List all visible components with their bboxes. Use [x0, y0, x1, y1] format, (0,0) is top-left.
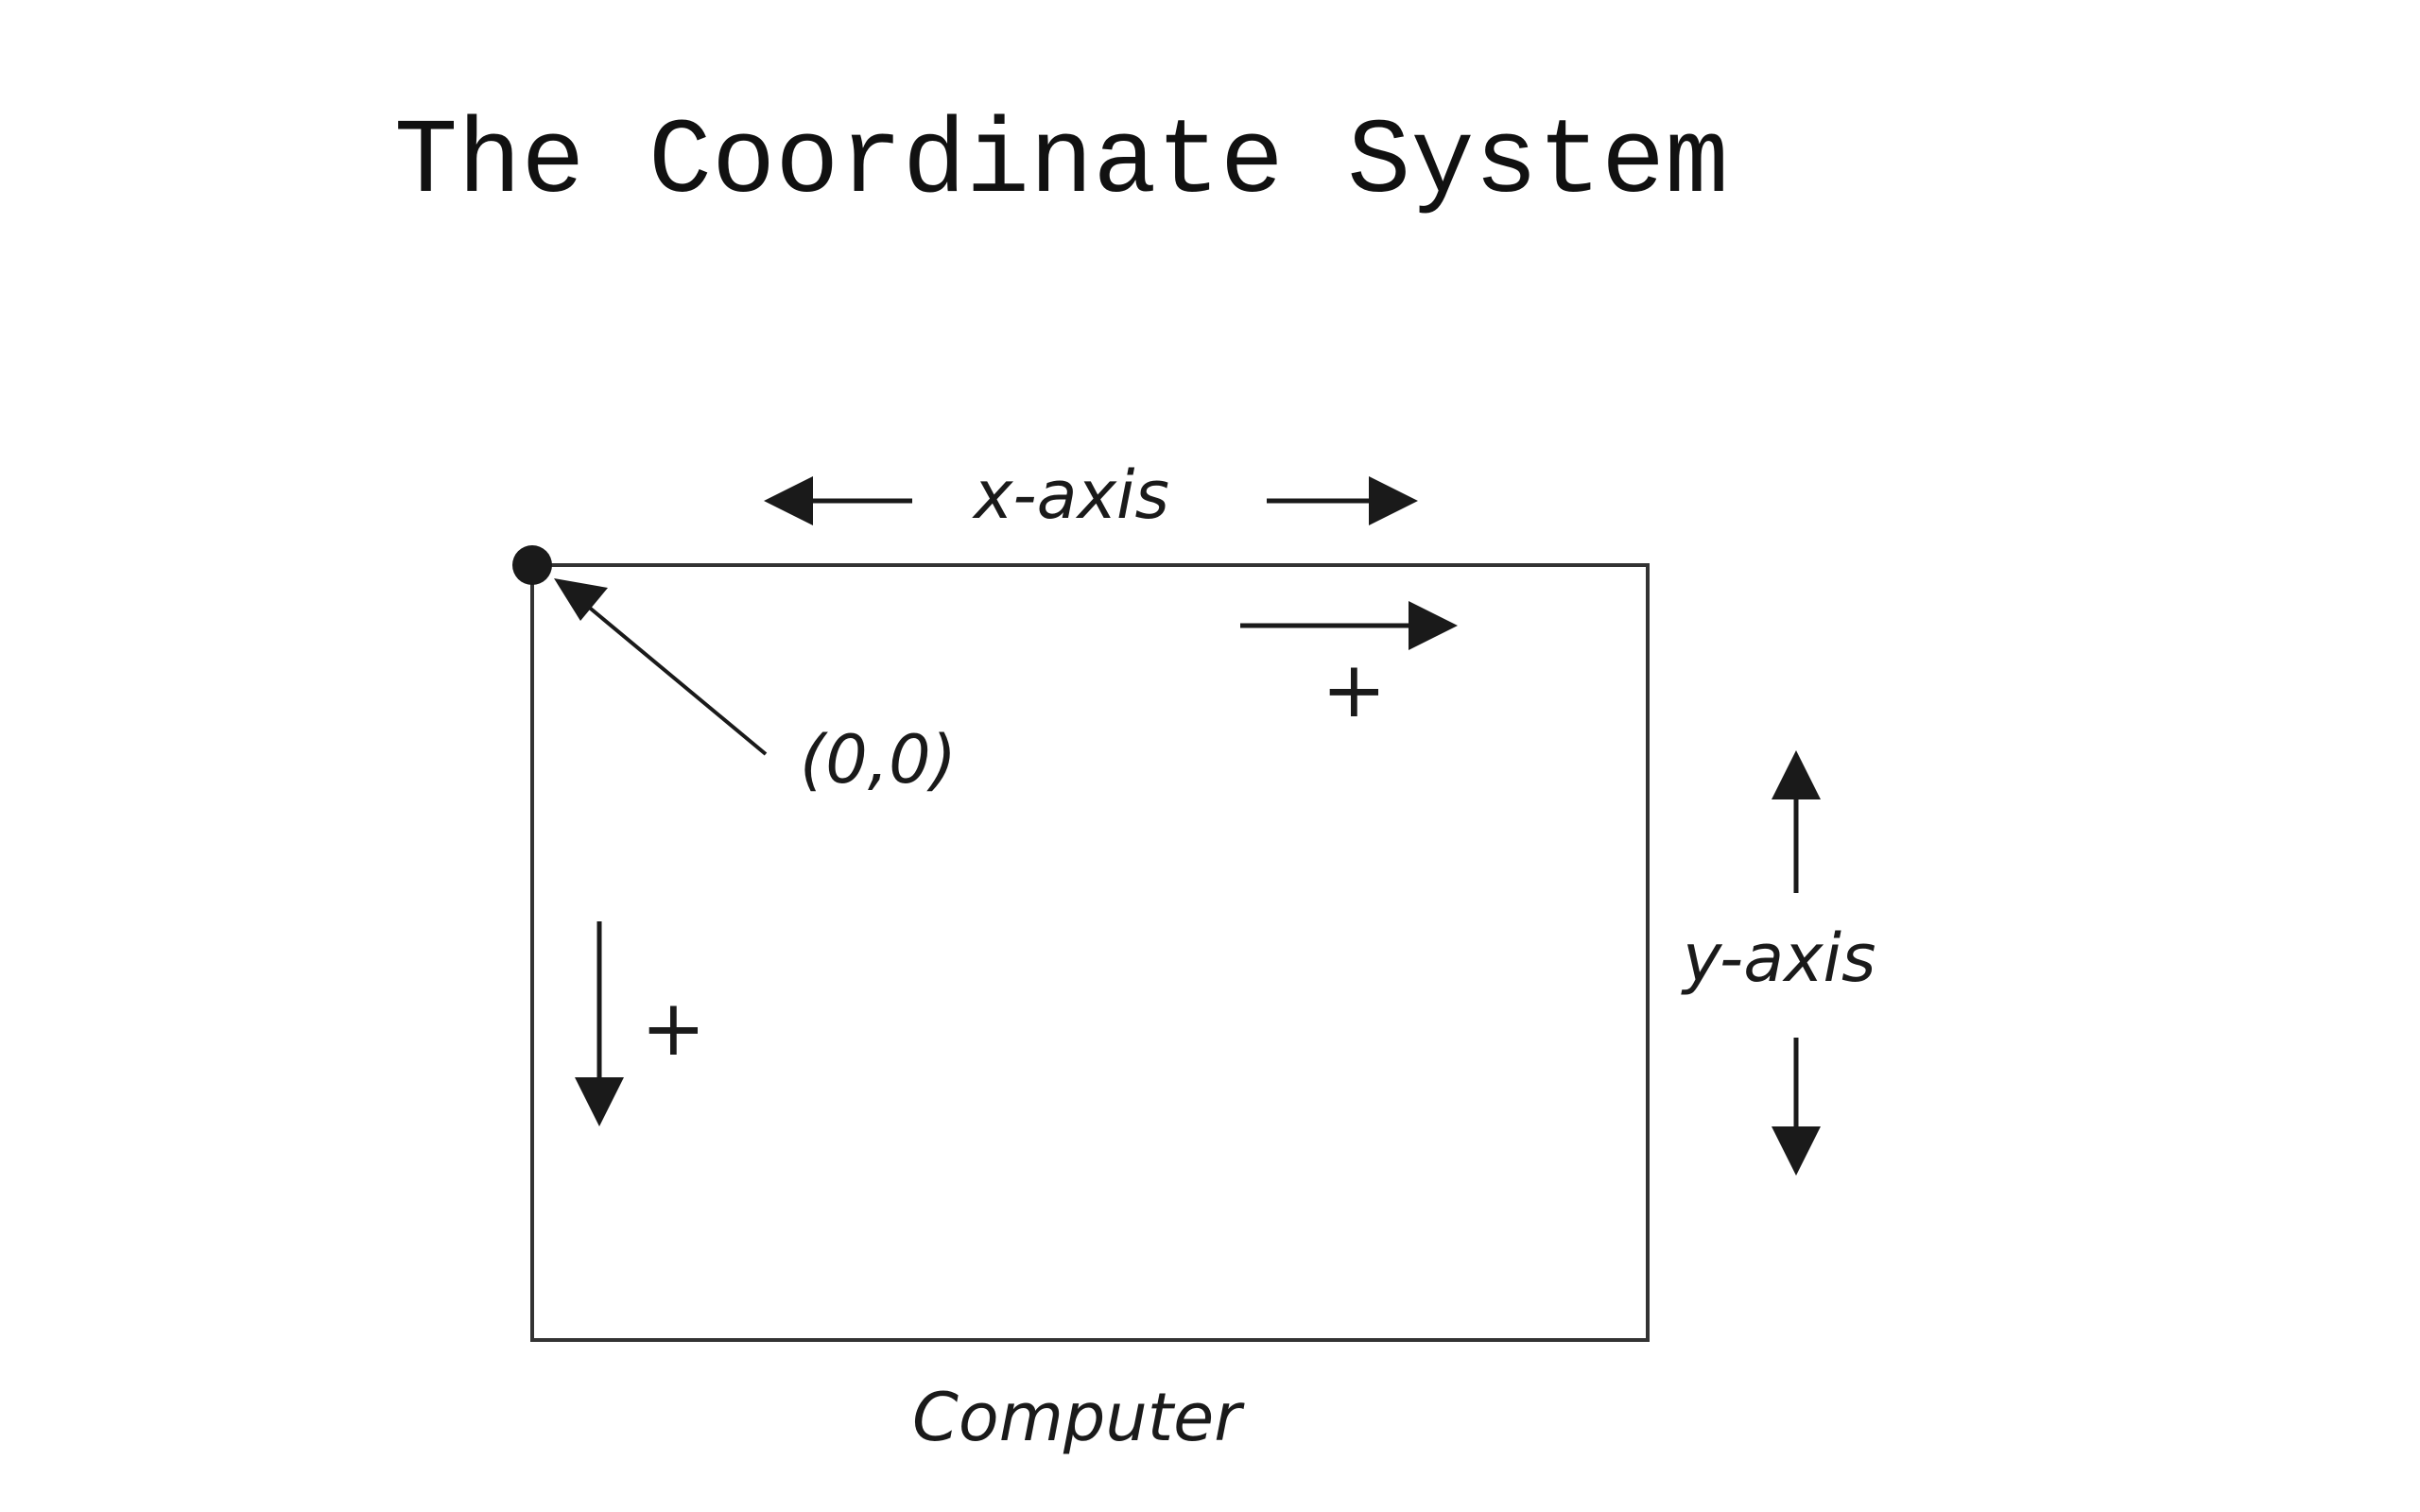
y-positive-label: +	[641, 984, 706, 1074]
y-axis-down-arrow	[1772, 1038, 1821, 1176]
x-axis-left-arrow	[764, 476, 912, 525]
computer-caption: Computer	[912, 1379, 1245, 1456]
origin-pointer-arrow	[554, 578, 768, 756]
screen-rectangle	[530, 563, 1650, 1342]
x-positive-label: +	[1322, 645, 1387, 735]
x-positive-arrow	[1240, 601, 1458, 650]
y-axis-label: y-axis	[1681, 919, 1876, 997]
y-positive-arrow	[575, 921, 624, 1126]
origin-dot	[512, 545, 552, 585]
origin-label: (0,0)	[800, 721, 957, 799]
y-axis-up-arrow	[1772, 750, 1821, 893]
x-axis-label: x-axis	[972, 456, 1169, 534]
page-title: The Coordinate System	[394, 103, 1729, 223]
x-axis-right-arrow	[1267, 476, 1418, 525]
